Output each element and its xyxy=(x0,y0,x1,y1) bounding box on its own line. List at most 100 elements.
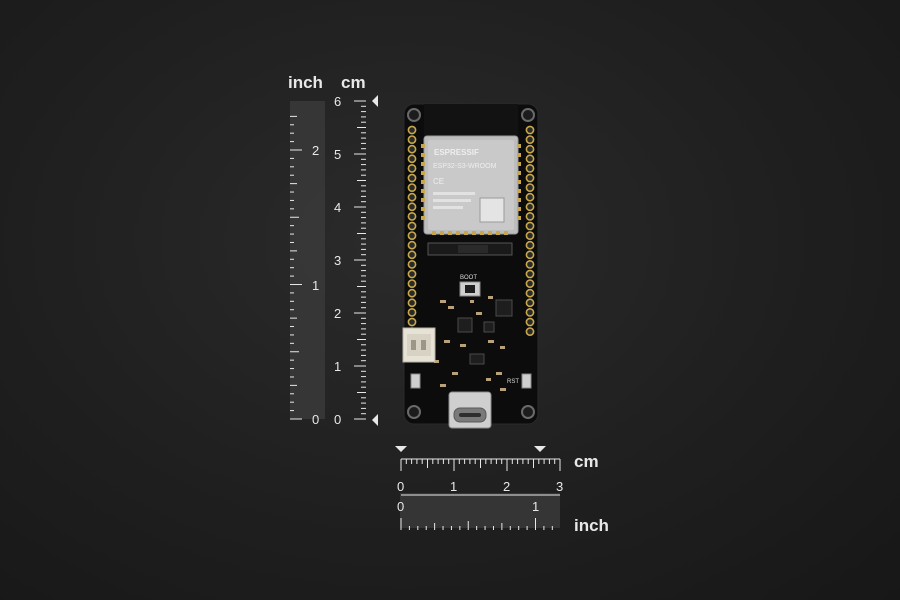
module-pad xyxy=(421,189,425,193)
smd-component xyxy=(496,372,502,375)
header-pin xyxy=(525,202,535,212)
header-pin xyxy=(407,279,417,288)
header-pin xyxy=(525,231,535,240)
silk-rst: RST xyxy=(507,379,519,385)
horizontal-ruler-ticks xyxy=(400,458,561,530)
rst-button xyxy=(521,373,532,389)
h-inch-tick-1: 1 xyxy=(532,499,539,514)
module-pad xyxy=(421,171,425,175)
h-cm-tick-2: 2 xyxy=(503,479,510,494)
header-pin xyxy=(407,125,417,135)
v-cm-tick-3: 3 xyxy=(334,253,341,268)
header-pin xyxy=(525,135,535,144)
header-pin xyxy=(407,221,417,231)
header-pin xyxy=(525,269,535,279)
horizontal-ruler-cm-label: cm xyxy=(574,452,599,471)
v-cm-tick-0: 0 xyxy=(334,412,341,427)
horizontal-ruler: 0 1 2 3 0 1 cm inch xyxy=(395,446,609,535)
horizontal-ruler-inch-label: inch xyxy=(574,516,609,535)
header-pin xyxy=(407,144,417,154)
smd-component xyxy=(470,300,474,303)
header-pin xyxy=(407,288,417,298)
mounting-hole xyxy=(521,405,535,419)
module-pad xyxy=(517,207,521,211)
module-model: ESP32-S3-WROOM xyxy=(433,163,497,170)
header-pin xyxy=(407,163,417,173)
module-pad xyxy=(421,216,425,220)
header-pins xyxy=(407,125,535,336)
ic-chip xyxy=(457,317,473,333)
h-cm-tick-1: 1 xyxy=(450,479,457,494)
module-pad xyxy=(517,171,521,175)
module-pad xyxy=(432,231,436,235)
smd-component xyxy=(500,388,506,391)
smd-component xyxy=(476,312,482,315)
module-pad xyxy=(496,231,500,235)
header-pin xyxy=(407,231,417,240)
header-pin xyxy=(407,173,417,183)
header-pin xyxy=(525,154,535,164)
header-pin xyxy=(525,327,535,336)
smd-component xyxy=(440,300,446,303)
module-pad xyxy=(517,216,521,220)
silk-boot: BOOT xyxy=(460,275,477,281)
module-pad xyxy=(448,231,452,235)
header-pin xyxy=(407,259,417,269)
mounting-hole xyxy=(407,108,421,122)
smd-component xyxy=(440,384,446,387)
module-pad xyxy=(517,162,521,166)
module-pad xyxy=(421,144,425,148)
side-switch xyxy=(410,373,421,389)
v-cm-tick-5: 5 xyxy=(334,147,341,162)
v-cm-tick-4: 4 xyxy=(334,200,341,215)
module-pad xyxy=(504,231,508,235)
ic-chip xyxy=(469,353,485,365)
smd-component xyxy=(444,340,450,343)
vertical-ruler: inch cm 6 5 4 3 2 1 0 2 1 0 xyxy=(288,73,378,427)
module-pad xyxy=(517,180,521,184)
smd-component xyxy=(448,306,454,309)
module-pad xyxy=(488,231,492,235)
qr-code xyxy=(479,197,505,223)
smd-component xyxy=(488,340,494,343)
header-pin xyxy=(407,192,417,202)
header-pin xyxy=(407,240,417,250)
smd-component xyxy=(488,296,493,299)
v-inch-tick-0: 0 xyxy=(312,412,319,427)
boot-button-cap xyxy=(465,285,475,293)
v-cm-tick-2: 2 xyxy=(334,306,341,321)
module-pad xyxy=(421,198,425,202)
header-pin xyxy=(407,250,417,260)
mounting-hole xyxy=(521,108,535,122)
v-bottom-marker xyxy=(372,414,378,426)
header-pin xyxy=(525,250,535,260)
header-pin xyxy=(407,211,417,221)
v-cm-tick-1: 1 xyxy=(334,359,341,374)
passive-components xyxy=(434,296,506,391)
header-pin xyxy=(525,298,535,308)
smd-component xyxy=(500,346,505,349)
module-print-line xyxy=(433,206,463,209)
v-inch-tick-2: 2 xyxy=(312,143,319,158)
header-pin xyxy=(525,307,535,317)
esp32-s3-board: ESPRESSIF ESP32-S3-WROOM CE BOOT RST xyxy=(402,103,539,429)
v-inch-tick-1: 1 xyxy=(312,278,319,293)
ic-chip xyxy=(483,321,495,333)
header-pin xyxy=(525,192,535,202)
horizontal-ruler-band xyxy=(400,493,560,528)
vertical-ruler-ticks xyxy=(290,100,366,420)
header-pin xyxy=(525,288,535,298)
module-pad xyxy=(464,231,468,235)
header-pin xyxy=(407,154,417,164)
h-left-marker xyxy=(395,446,407,452)
module-pad xyxy=(472,231,476,235)
header-pin xyxy=(525,317,535,327)
module-pad xyxy=(421,153,425,157)
fpc-latch xyxy=(458,245,488,253)
header-pin xyxy=(407,183,417,192)
module-pad xyxy=(421,207,425,211)
header-pin xyxy=(525,163,535,173)
vertical-ruler-band xyxy=(290,101,325,419)
module-pad xyxy=(517,153,521,157)
